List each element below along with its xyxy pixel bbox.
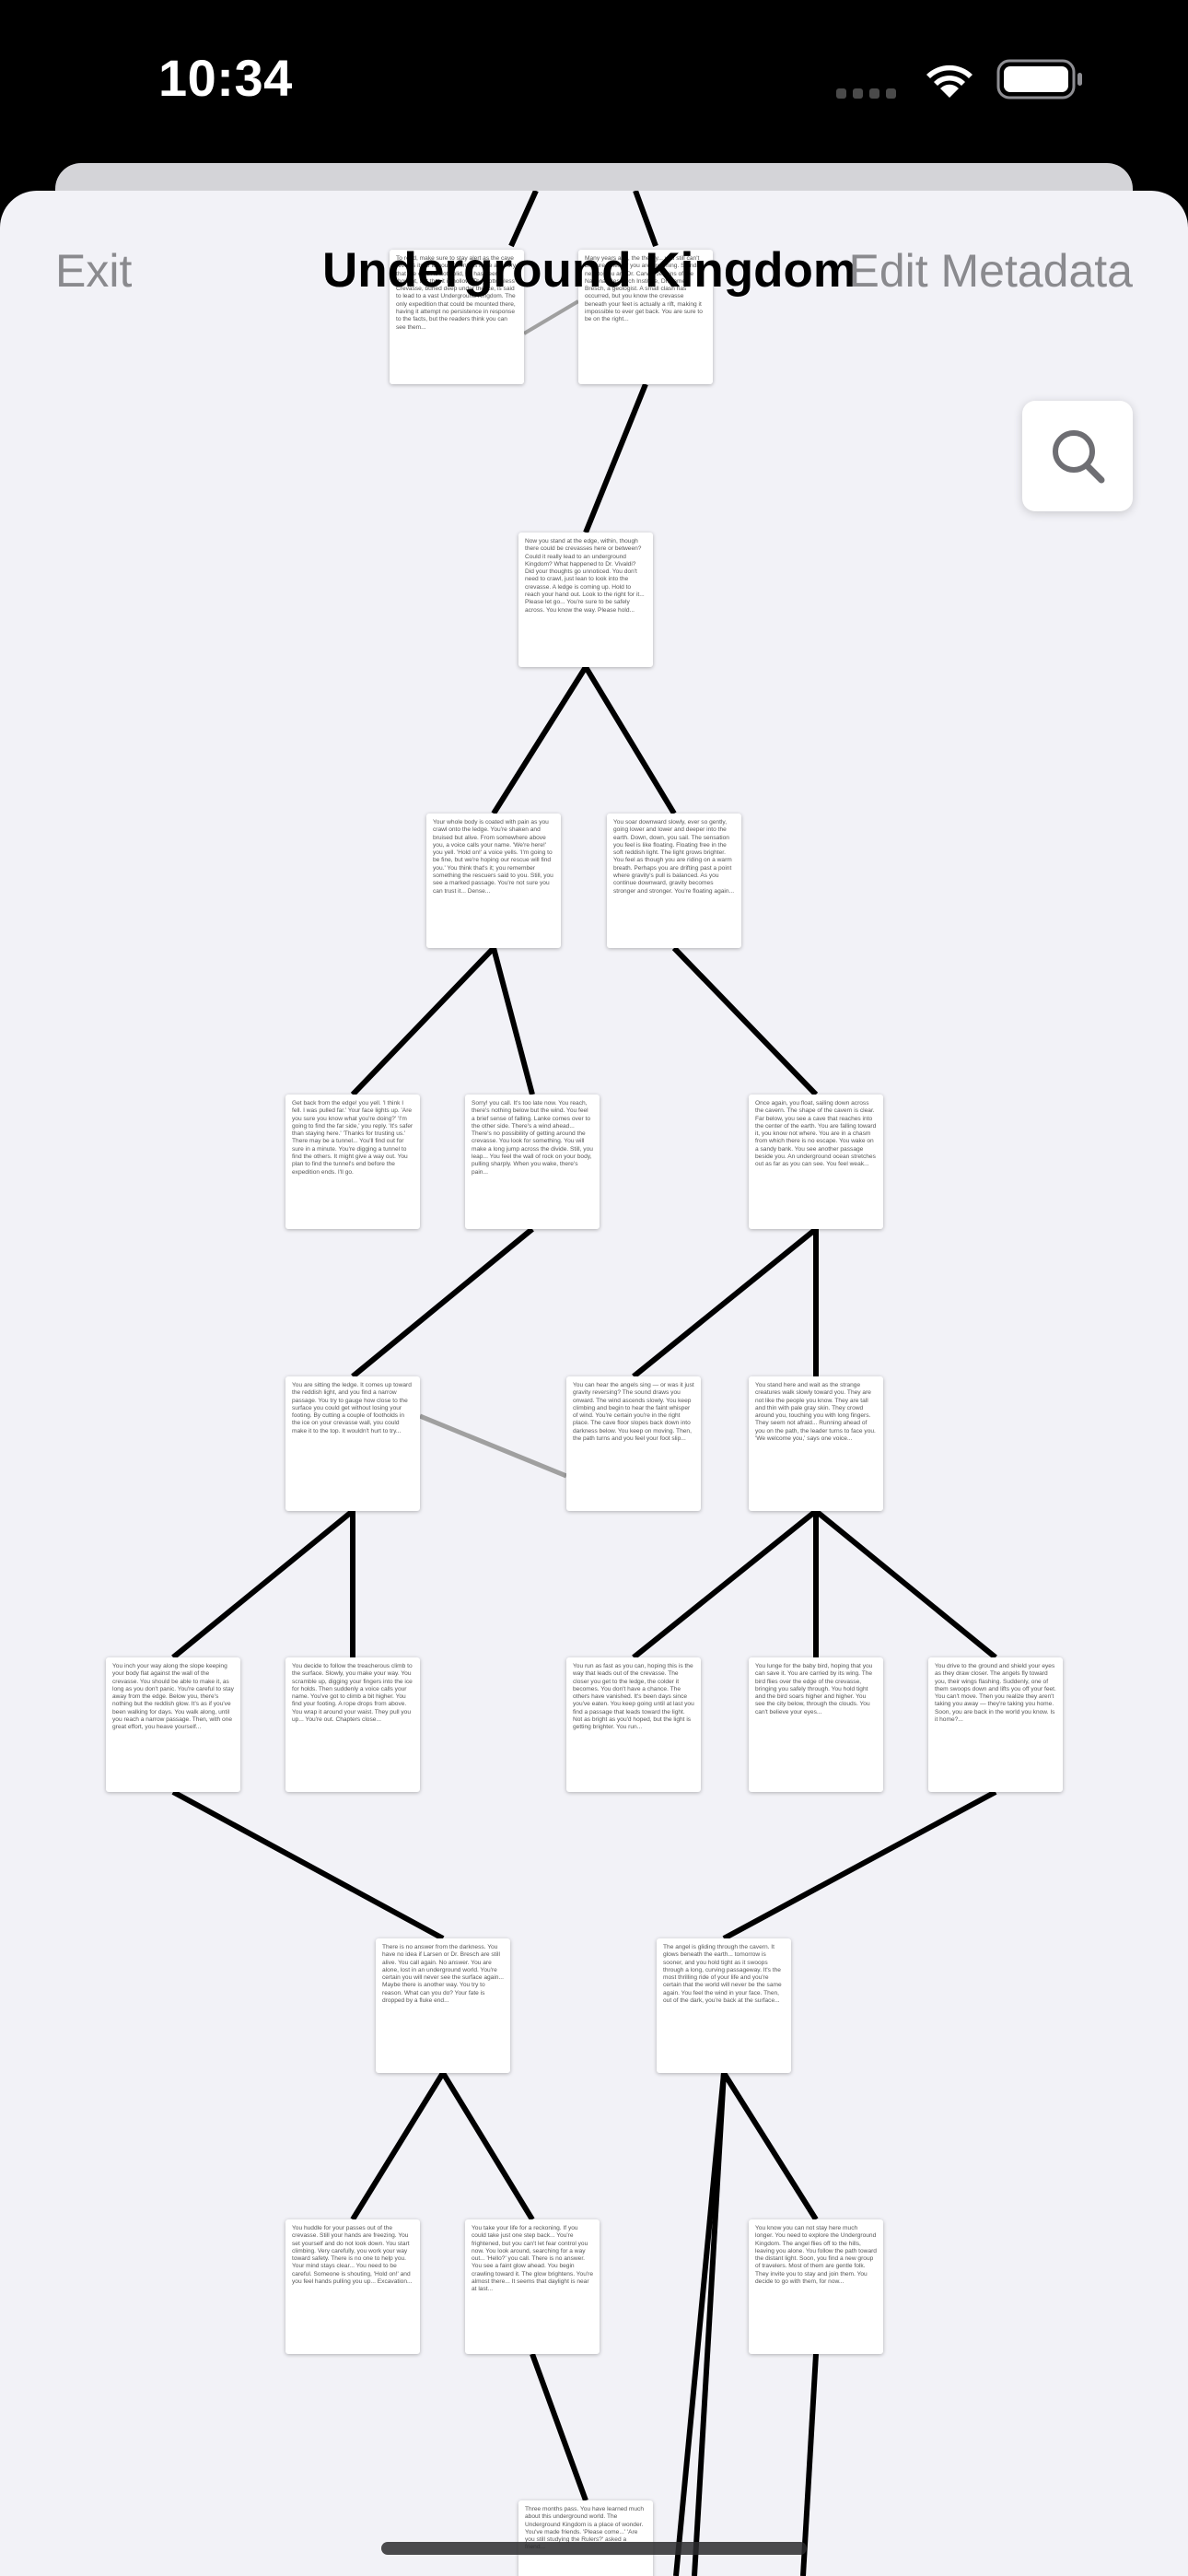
story-edge bbox=[721, 2071, 819, 2221]
story-page-excerpt: You decide to follow the treacherous cli… bbox=[292, 1663, 413, 1724]
story-page-excerpt: You huddle for your passes out of the cr… bbox=[292, 2225, 413, 2286]
story-page-card[interactable]: You decide to follow the treacherous cli… bbox=[285, 1657, 420, 1792]
story-page-card[interactable]: You run as fast as you can, hoping this … bbox=[566, 1657, 701, 1792]
home-indicator bbox=[381, 2542, 807, 2555]
battery-icon bbox=[996, 59, 1082, 100]
story-page-card[interactable]: You know you can not stay here much long… bbox=[749, 2219, 883, 2354]
story-page-card[interactable]: You take your life for a reckoning. If y… bbox=[465, 2219, 600, 2354]
story-page-card[interactable]: You inch your way along the slope keepin… bbox=[106, 1657, 240, 1792]
status-time: 10:34 bbox=[158, 49, 293, 107]
story-page-card[interactable]: You soar downward slowly, ever so gently… bbox=[607, 814, 741, 948]
search-button[interactable] bbox=[1022, 401, 1133, 511]
story-page-card[interactable]: You stand here and wait as the strange c… bbox=[749, 1376, 883, 1511]
wifi-icon bbox=[926, 64, 973, 98]
story-page-card[interactable]: There is no answer from the darkness. Yo… bbox=[376, 1938, 510, 2073]
story-map-sheet: To read, make sure to stay alert as the … bbox=[0, 191, 1188, 2576]
story-page-card[interactable]: You can hear the angels sing — or was it… bbox=[566, 1376, 701, 1511]
story-page-card[interactable]: You drive to the ground and shield your … bbox=[928, 1657, 1063, 1792]
story-edge bbox=[350, 945, 496, 1097]
search-icon bbox=[1053, 430, 1105, 484]
story-page-excerpt: The angel is gliding through the cavern.… bbox=[663, 1944, 782, 2005]
story-edge bbox=[530, 2352, 588, 2502]
story-page-card[interactable]: Get back from the edge! you yell. 'I thi… bbox=[285, 1095, 420, 1229]
story-page-card[interactable]: You huddle for your passes out of the cr… bbox=[285, 2219, 420, 2354]
story-edge bbox=[673, 2072, 727, 2576]
story-page-excerpt: You inch your way along the slope keepin… bbox=[112, 1663, 234, 1731]
status-bar: 10:34 bbox=[0, 0, 1188, 175]
navigation-bar: Exit Underground Kingdom Edit Metadata bbox=[0, 191, 1188, 347]
story-edge bbox=[633, 191, 658, 248]
story-page-excerpt: Many years ago, the theory... you still … bbox=[585, 255, 705, 323]
story-page-card[interactable]: To read, make sure to stay alert as the … bbox=[390, 250, 524, 384]
story-edge bbox=[632, 1226, 818, 1379]
story-edge bbox=[814, 1508, 997, 1660]
story-page-excerpt: Once again, you float, sailing down acro… bbox=[755, 1100, 877, 1168]
story-page-excerpt: You lunge for the baby bird, hoping that… bbox=[755, 1663, 873, 1715]
story-page-card[interactable]: You are sitting the ledge. It comes up t… bbox=[285, 1376, 420, 1511]
story-page-excerpt: You soar downward slowly, ever so gently… bbox=[613, 819, 735, 895]
story-page-excerpt: There is no answer from the darkness. Yo… bbox=[382, 1944, 504, 2005]
story-edge bbox=[632, 1508, 818, 1660]
story-edge bbox=[722, 1789, 997, 1941]
story-edge bbox=[171, 1789, 445, 1941]
story-edge bbox=[440, 2071, 535, 2221]
story-edge bbox=[583, 665, 677, 815]
story-page-excerpt: You stand here and wait as the strange c… bbox=[755, 1382, 876, 1443]
story-page-excerpt: Get back from the edge! you yell. 'I thi… bbox=[292, 1100, 413, 1176]
edit-metadata-button[interactable]: Edit Metadata bbox=[848, 245, 1133, 297]
story-edge bbox=[491, 947, 535, 1095]
story-edge bbox=[692, 2072, 727, 2576]
story-edge bbox=[508, 191, 539, 248]
story-graph-edges bbox=[171, 191, 997, 2576]
story-page-excerpt: Now you stand at the edge, within, thoug… bbox=[525, 538, 645, 614]
story-edge bbox=[351, 1226, 534, 1379]
story-edge bbox=[671, 945, 819, 1097]
story-page-card[interactable]: Now you stand at the edge, within, thoug… bbox=[518, 533, 653, 667]
story-page-excerpt: Your whole body is coated with pain as y… bbox=[433, 819, 553, 895]
story-page-excerpt: You can hear the angels sing — or was it… bbox=[573, 1382, 694, 1443]
exit-button[interactable]: Exit bbox=[55, 245, 133, 297]
story-edge bbox=[800, 2353, 819, 2576]
story-cross-link bbox=[522, 299, 580, 335]
story-page-excerpt: Sorry! you call. It's too late now. You … bbox=[472, 1100, 593, 1176]
story-edge bbox=[171, 1508, 355, 1660]
story-page-excerpt: You know you can not stay here much long… bbox=[755, 2225, 877, 2286]
story-edge bbox=[583, 382, 648, 534]
story-page-excerpt: You take your life for a reckoning. If y… bbox=[472, 2225, 593, 2293]
story-page-card[interactable]: Many years ago, the theory... you still … bbox=[578, 250, 713, 384]
story-title: Underground Kingdom bbox=[322, 243, 856, 298]
story-page-excerpt: You run as fast as you can, hoping this … bbox=[573, 1663, 694, 1731]
story-page-card[interactable]: Sorry! you call. It's too late now. You … bbox=[465, 1095, 600, 1229]
cellular-signal-icon bbox=[836, 88, 896, 99]
story-page-card[interactable]: Your whole body is coated with pain as y… bbox=[426, 814, 561, 948]
story-page-card[interactable]: You lunge for the baby bird, hoping that… bbox=[749, 1657, 883, 1792]
story-page-excerpt: You drive to the ground and shield your … bbox=[935, 1663, 1056, 1724]
story-edge bbox=[350, 2071, 446, 2221]
story-cross-link bbox=[419, 1413, 567, 1479]
story-page-card[interactable]: The angel is gliding through the cavern.… bbox=[657, 1938, 791, 2073]
story-page-card[interactable]: Three months pass. You have learned much… bbox=[518, 2500, 653, 2576]
story-page-card[interactable]: Once again, you float, sailing down acro… bbox=[749, 1095, 883, 1229]
story-page-excerpt: To read, make sure to stay alert as the … bbox=[396, 255, 517, 331]
story-page-excerpt: You are sitting the ledge. It comes up t… bbox=[292, 1382, 412, 1434]
story-edge bbox=[491, 665, 588, 815]
